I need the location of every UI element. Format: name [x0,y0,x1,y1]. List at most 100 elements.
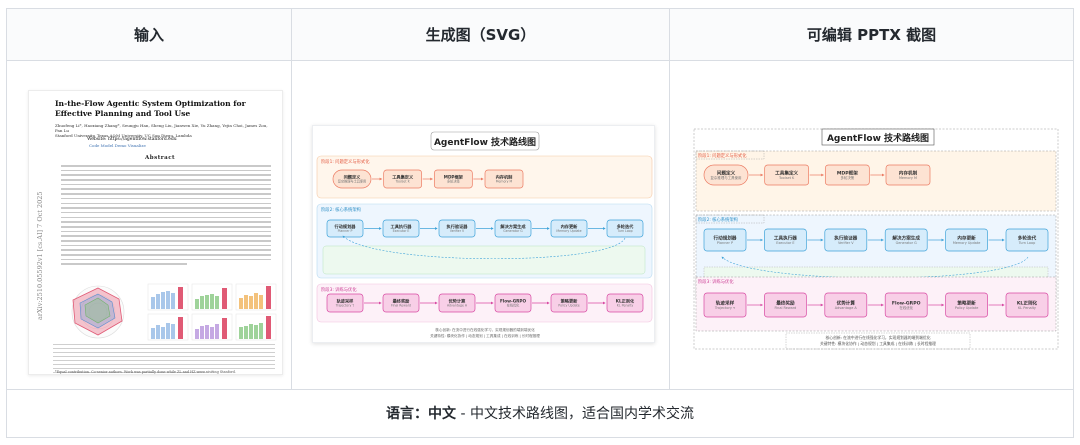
ppt-title-box[interactable] [821,128,935,146]
ppt-row2-node-subtitle: Planner P [717,241,733,245]
header-row [7,9,1073,61]
svg-row1-node-subtitle: 复杂推理与工具使用 [338,179,366,184]
ppt-title: AgentFlow 技术路线图 [827,132,929,144]
paper-affiliations: Stanford University, Texas A&M Universit… [55,133,192,138]
svg-row1-node-subtitle: 多轮决策 [447,179,460,184]
ppt-row3-node[interactable] [884,292,928,318]
ppt-stage2-label-box[interactable] [695,214,765,224]
svg-row3-node-subtitle: Policy Update [558,304,579,308]
comparison-table: 输入 生成图（SVG） 可编辑 PPTX 截图 语言：中文 - 中文技术路线图，… [6,8,1074,438]
ppt-row2-node[interactable] [945,228,988,252]
svg-row3-node-subtitle: Final Reward [391,304,411,308]
svg-row3-node [550,293,588,313]
paper-website: Website: https://agentflow.stanford.edu [87,137,177,142]
ppt-row2-node[interactable] [764,228,807,252]
ppt-row1-node-subtitle: 多轮决策 [840,175,854,180]
svg-row1-node-subtitle: Toolset K [395,180,411,184]
ppt-row3-node[interactable] [703,292,747,318]
svg-row1-node [332,169,372,189]
ppt-stage1-label: 阶段1: 问题定义与形式化 [698,152,747,159]
svg-row2-node [550,219,588,238]
ppt-row1-node[interactable] [885,164,931,186]
svg-row3-node [326,293,364,313]
svg-row1-node [433,169,473,189]
ppt-row3-node-subtitle: Trajectory τ [714,306,735,310]
footer-desc: - 中文技术路线图，适合国内学术交流 [456,406,694,422]
ppt-stage3-band[interactable] [695,276,1057,332]
ppt-row2-node[interactable] [824,228,868,252]
ppt-row3-node[interactable] [945,292,988,318]
svg-row3-node [382,293,420,313]
svg-row2-node-subtitle: Turn Loop [616,229,632,233]
svg-row1-node-subtitle: Memory M [496,180,513,184]
svg-row2-node-title: 行动规划器 [334,223,357,230]
ppt-row1-node[interactable] [764,164,810,186]
figure-caption [53,344,275,374]
ppt-stage1-band[interactable] [695,150,1057,212]
paper-title: In-the-Flow Agentic System Optimization … [55,99,275,119]
ppt-loop-arrow[interactable] [721,256,1029,279]
header-svg: 生成图（SVG） [425,26,536,44]
svg-row2-node-title: 多轮迭代 [617,223,635,230]
ppt-row2-node-subtitle: Turn Loop [1018,241,1036,245]
ppt-row1-node-subtitle: Memory M [899,176,917,180]
ppt-stage1-label-box[interactable] [695,150,765,160]
svg-row2-node-title: 工具执行器 [391,223,413,230]
ppt-row2-node-title: 内存更新 [957,235,976,242]
ppt-row3-node-subtitle: Policy Update [955,306,978,310]
arxiv-stamp: arXiv:2510.05592v1 [cs.AI] 7 Oct 2025 [36,191,44,320]
ppt-row2-node[interactable] [1005,228,1049,252]
svg-row2-node-title: 执行验证器 [447,223,469,230]
ppt-row2-node[interactable] [884,228,928,252]
svg-note-features: 关键特性: 模块化协作 | 动态规划 | 工具集成 | 在线训练 | 长时程推理 [430,333,540,338]
ppt-row3-node-title: 最终奖励 [776,300,795,307]
footer-label: 语言： [386,406,429,422]
ppt-row2-node-title: 工具执行器 [774,235,797,242]
svg-row2-node-title: 解决方案生成 [500,223,526,230]
ppt-row3-node[interactable] [824,292,868,318]
footer-caption: 语言：中文 - 中文技术路线图，适合国内学术交流 [7,389,1073,437]
ppt-row1-node-title: 问题定义 [717,170,736,177]
ppt-row2-node-subtitle: Verifier V [838,241,854,245]
ppt-row2-node-subtitle: Generator G [896,241,918,245]
svg-row1-node-title: 问题定义 [344,174,362,181]
abstract-text [61,165,271,268]
svg-row2-node-title: 内存更新 [561,223,579,230]
svg-row2-node-subtitle: Executor E [393,229,410,233]
ppt-note-innovation: 核心创新: 在流中进行在线强化学习，实现规划器的端到端优化 [825,335,930,340]
ppt-row3-node[interactable] [1005,292,1049,318]
svg-row1-node-title: 内存机制 [496,174,513,181]
svg-stage2-loop-band [322,245,646,275]
generated-svg-panel: AgentFlow 技术路线图 阶段1: 问题定义与形式化 问题定义复杂推理与工… [312,125,655,343]
ppt-row3-node-title: KL正则化 [1017,300,1038,307]
ppt-row1-node-title: 内存机制 [899,170,918,177]
svg-row3-node-title: 轨迹采样 [337,298,355,305]
svg-roadmap: AgentFlow 技术路线图 阶段1: 问题定义与形式化 问题定义复杂推理与工… [316,131,653,338]
svg-row3-node [438,293,476,313]
ppt-row2-node[interactable] [703,228,747,252]
svg-row3-node-subtitle: 在线优化 [507,303,520,308]
ppt-stage2-label: 阶段2: 核心系统架构 [698,216,739,223]
ppt-row1-node[interactable] [824,164,870,186]
ppt-row3-node-subtitle: KL Penalty [1018,306,1036,310]
ppt-row1-node-subtitle: 复杂推理与工具使用 [711,175,743,180]
svg-row3-node-title: 策略更新 [561,298,579,305]
ppt-row1-node[interactable] [703,164,749,186]
ppt-row3-node[interactable] [764,292,807,318]
ppt-row3-node-title: 策略更新 [957,300,976,307]
ppt-row2-node-subtitle: Executor E [776,241,794,245]
bar-charts-icon [147,283,277,341]
svg-row2-node [606,219,644,238]
svg-row3-node-subtitle: KL Penalty [617,304,634,308]
header-input: 输入 [133,26,164,44]
svg-row2-node [382,219,420,238]
paper-authors: Zhuofeng Li*, Haoxiang Zhang*, Seungju H… [55,123,275,138]
paper-figure [53,283,278,341]
footer-lang: 中文 [428,406,457,422]
